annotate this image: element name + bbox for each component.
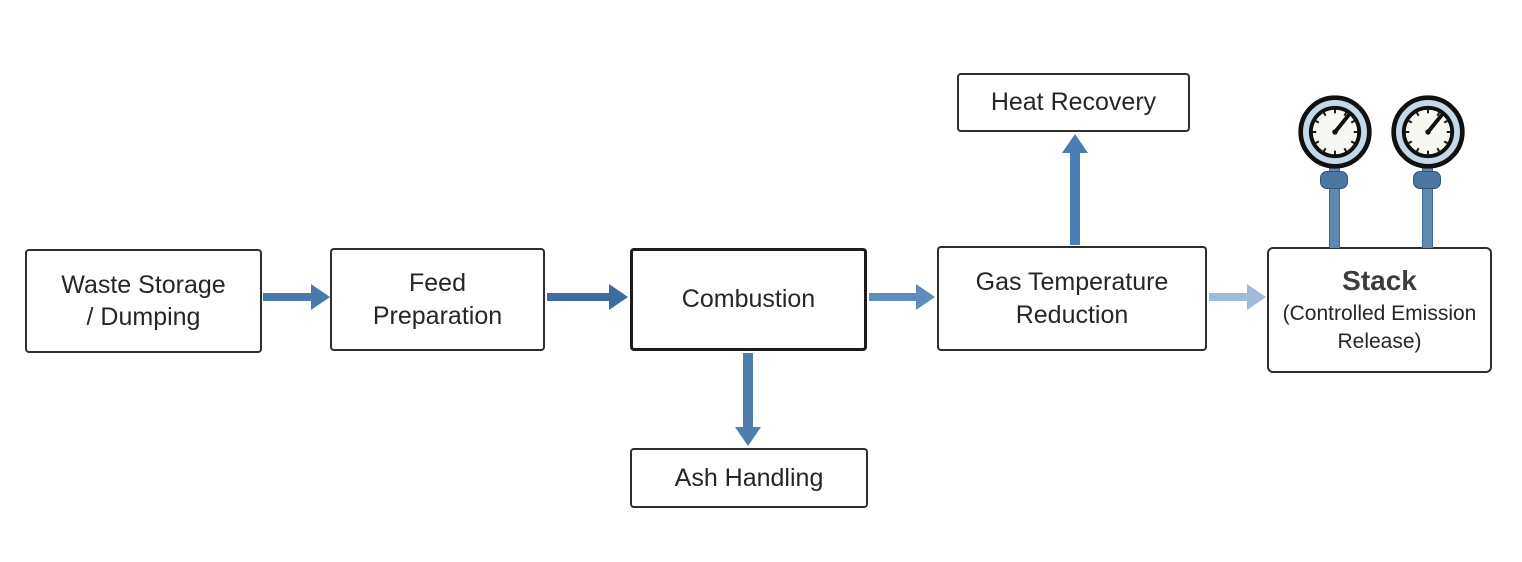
arrow-feed-to-combustion-icon [547, 284, 628, 310]
arrow-gastemp-to-stack-icon [1209, 284, 1266, 310]
node-label: / Dumping [86, 303, 201, 331]
pressure-gauge-icon [1298, 95, 1372, 169]
node-gas-temperature-reduction: Gas Temperature Reduction [937, 246, 1207, 351]
arrow-head [916, 284, 935, 310]
gauge-pipe [1329, 160, 1340, 248]
arrow-gastemp-to-heat-recovery-icon [1062, 134, 1088, 245]
node-heat-recovery: Heat Recovery [957, 73, 1190, 132]
pressure-gauge-icon [1391, 95, 1465, 169]
node-label: Feed [409, 269, 466, 297]
node-title: Stack [1342, 265, 1417, 297]
node-waste-storage: Waste Storage / Dumping [25, 249, 262, 353]
node-label: Preparation [372, 301, 503, 330]
arrow-head [735, 427, 761, 446]
arrow-shaft [547, 293, 612, 301]
node-stack: Stack (Controlled Emission Release) [1267, 247, 1492, 373]
node-label: Waste Storage [61, 270, 226, 299]
gauge-pipe [1422, 160, 1433, 248]
arrow-head [311, 284, 330, 310]
node-subtitle: (Controlled Emission [1282, 301, 1477, 325]
arrow-shaft [263, 293, 314, 301]
node-ash-handling: Ash Handling [630, 448, 868, 508]
arrow-head [1062, 134, 1088, 153]
arrow-shaft [1070, 150, 1080, 245]
node-label: Ash Handling [674, 463, 824, 492]
arrow-waste-to-feed-icon [263, 284, 330, 310]
node-feed-preparation: Feed Preparation [330, 248, 545, 351]
arrow-shaft [1209, 293, 1250, 301]
arrow-head [1247, 284, 1266, 310]
arrow-head [609, 284, 628, 310]
arrow-combustion-to-ash-icon [735, 353, 761, 446]
gauge-pipe-collar [1320, 171, 1348, 189]
node-combustion: Combustion [630, 248, 867, 351]
arrow-combustion-to-gastemp-icon [869, 284, 935, 310]
node-label: Gas Temperature [975, 268, 1169, 296]
arrow-shaft [743, 353, 753, 430]
node-label: Heat Recovery [990, 88, 1157, 117]
arrow-shaft [869, 293, 919, 301]
gauge-pipe-collar [1413, 171, 1441, 189]
node-label: Combustion [681, 285, 816, 314]
node-subtitle: Release) [1337, 330, 1422, 354]
node-label: Reduction [1015, 300, 1129, 329]
